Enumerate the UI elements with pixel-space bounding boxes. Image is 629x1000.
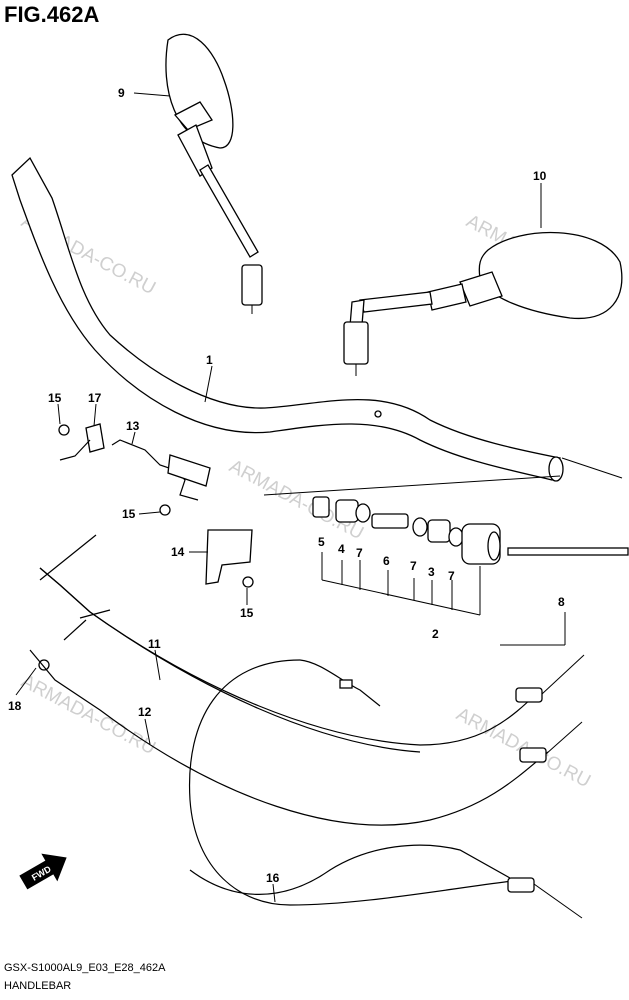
cable-end: [299, 659, 381, 707]
callout-18: 18: [8, 699, 22, 713]
cable-clamp: [85, 423, 105, 453]
section-name: HANDLEBAR: [4, 980, 72, 992]
callout-7b: 7: [410, 559, 417, 573]
callout-11: 11: [148, 637, 161, 651]
bolt: [58, 424, 70, 436]
cable-guide-wire: [111, 439, 199, 501]
handlebar: [11, 156, 623, 496]
callout-7c: 7: [448, 569, 455, 583]
bolt: [159, 504, 171, 516]
bar-end-assembly: [312, 496, 629, 646]
throttle-cable-no2: [29, 649, 549, 826]
callout-12: 12: [138, 705, 152, 719]
callout-2: 2: [432, 627, 439, 641]
bracket: [205, 529, 253, 585]
bolt: [38, 659, 50, 671]
cable-adjuster: [515, 687, 543, 703]
cable-branch: [39, 534, 97, 581]
callout-15a: 15: [48, 391, 62, 405]
callout-3: 3: [428, 565, 435, 579]
cable-adjuster: [519, 747, 547, 763]
callout-14: 14: [171, 545, 185, 559]
right-mirror: [343, 231, 623, 376]
callout-15c: 15: [240, 606, 254, 620]
callout-6: 6: [383, 554, 390, 568]
left-mirror: [165, 33, 263, 314]
cable-adjuster: [507, 877, 535, 893]
model-code: GSX-S1000AL9_E03_E28_462A: [4, 962, 166, 974]
clamp-bracket: [167, 454, 211, 487]
callout-16: 16: [266, 871, 280, 885]
cable-16: [189, 844, 511, 895]
callout-17: 17: [88, 391, 102, 405]
callout-7a: 7: [356, 546, 363, 560]
callout-1: 1: [206, 353, 213, 367]
callout-4: 4: [338, 542, 345, 556]
forward-arrow-icon: FWD: [19, 853, 67, 890]
callout-13: 13: [126, 419, 140, 433]
callout-10: 10: [533, 169, 547, 183]
callout-15b: 15: [122, 507, 136, 521]
callout-5: 5: [318, 535, 325, 549]
callout-9: 9: [118, 86, 125, 100]
bolt: [242, 576, 254, 588]
callout-8: 8: [558, 595, 565, 609]
figure-title: FIG.462A: [4, 2, 100, 27]
